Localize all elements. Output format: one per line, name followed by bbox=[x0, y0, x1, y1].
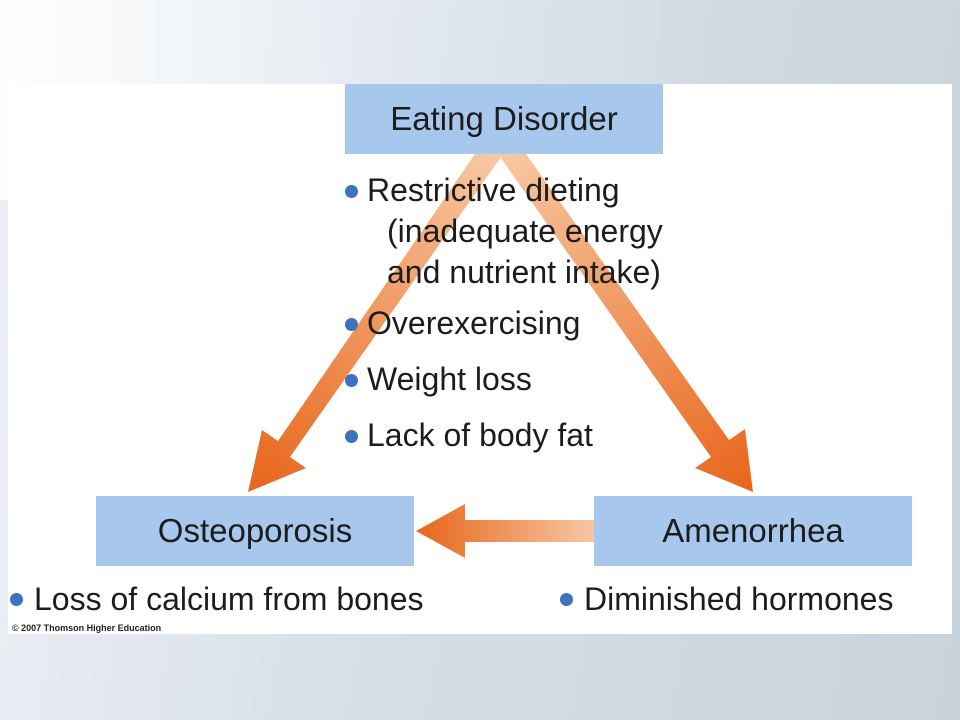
copyright-notice: © 2007 Thomson Higher Education bbox=[12, 623, 162, 633]
bullet-line: (inadequate energy bbox=[387, 213, 663, 249]
center-bullet-list: Restrictive dieting (inadequate energy a… bbox=[343, 170, 663, 456]
bullet-line: Overexercising bbox=[367, 305, 581, 341]
bullet-dot-icon bbox=[10, 593, 23, 606]
osteoporosis-label: Osteoporosis bbox=[157, 512, 353, 549]
osteoporosis-box: Osteoporosis bbox=[96, 496, 414, 566]
bullet-line: and nutrient intake) bbox=[387, 254, 661, 290]
bullet-dot-icon bbox=[345, 430, 358, 443]
amenorrhea-box: Amenorrhea bbox=[594, 496, 912, 566]
bullet-weight-loss: Weight loss bbox=[343, 359, 663, 400]
bullet-overexercising: Overexercising bbox=[343, 303, 663, 344]
bullet-line: Lack of body fat bbox=[367, 417, 593, 453]
amenorrhea-label: Amenorrhea bbox=[662, 512, 844, 549]
bullet-dot-icon bbox=[345, 185, 358, 198]
bullet-line: Weight loss bbox=[367, 361, 532, 397]
bullet-line: Restrictive dieting bbox=[367, 172, 620, 208]
bullet-loss-of-calcium: Loss of calcium from bones bbox=[8, 581, 424, 617]
bullet-dot-icon bbox=[345, 374, 358, 387]
eating-disorder-box: Eating Disorder bbox=[345, 84, 663, 154]
bullet-dot-icon bbox=[560, 593, 573, 606]
slide-panel: Eating Disorder Restrictive dieting (ina… bbox=[8, 84, 952, 634]
arrow-to-osteoporosis bbox=[248, 154, 503, 492]
eating-disorder-label: Eating Disorder bbox=[390, 100, 618, 137]
arrow-amenorrhea-to-osteoporosis bbox=[416, 504, 594, 558]
bullet-line: Loss of calcium from bones bbox=[34, 581, 424, 617]
bullet-dot-icon bbox=[345, 318, 358, 331]
bullet-lack-of-body-fat: Lack of body fat bbox=[343, 415, 663, 456]
bullet-line: Diminished hormones bbox=[584, 581, 894, 617]
arrow-to-amenorrhea bbox=[498, 154, 753, 492]
arrows-layer bbox=[248, 154, 753, 558]
bullet-restrictive-dieting: Restrictive dieting (inadequate energy a… bbox=[343, 170, 663, 293]
bullet-diminished-hormones: Diminished hormones bbox=[558, 581, 893, 617]
